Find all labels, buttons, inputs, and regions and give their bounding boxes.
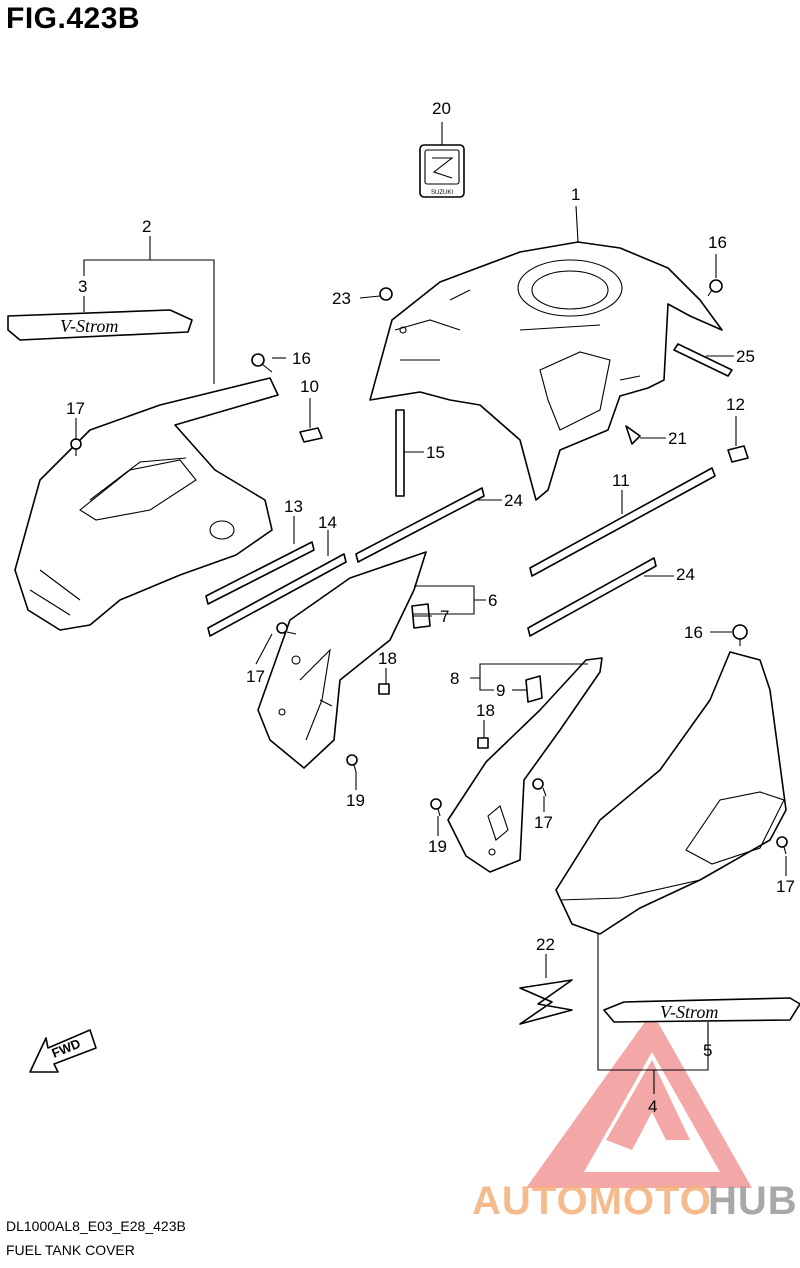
- callout-15: 15: [426, 443, 445, 462]
- callout-18-left: 18: [378, 649, 397, 668]
- callout-17-left: 17: [66, 399, 85, 418]
- part-13-strip: [205, 541, 315, 605]
- part-15-strip: [395, 409, 405, 497]
- callout-18-right: 18: [476, 701, 495, 720]
- part-6-left-bracket: [257, 551, 427, 769]
- callout-8: 8: [450, 669, 459, 688]
- watermark-triangle-icon: [526, 1012, 752, 1188]
- part-1-tank-cover: [369, 241, 723, 501]
- callout-1: 1: [571, 185, 580, 204]
- callout-14: 14: [318, 513, 337, 532]
- stripe-text-right: V-Strom: [660, 1002, 718, 1022]
- part-25-strip: [673, 343, 733, 377]
- callout-2: 2: [142, 217, 151, 236]
- callout-19-right: 19: [428, 837, 447, 856]
- part-4-right-cover: [555, 651, 787, 935]
- watermark-text-primary: AUTOMOTO: [472, 1179, 712, 1223]
- fwd-direction-arrow: FWD: [29, 1029, 97, 1073]
- callout-17-mid: 17: [246, 667, 265, 686]
- part-8-right-bracket: [447, 657, 603, 873]
- callout-24-upper: 24: [504, 491, 523, 510]
- part-10-pad: [299, 427, 323, 443]
- figure-name: FUEL TANK COVER: [6, 1242, 135, 1258]
- part-14-strip: [207, 553, 347, 637]
- callout-3: 3: [78, 277, 87, 296]
- figure-title: FIG.423B: [6, 2, 141, 35]
- callout-16-right: 16: [684, 623, 703, 642]
- callout-24-lower: 24: [676, 565, 695, 584]
- callout-5: 5: [703, 1041, 712, 1060]
- callout-13: 13: [284, 497, 303, 516]
- fasteners: [70, 279, 788, 855]
- model-code: DL1000AL8_E03_E28_423B: [6, 1218, 186, 1234]
- watermark-logo: [526, 1012, 752, 1188]
- watermark-text: AUTOMOTO HUB: [472, 1179, 798, 1223]
- callout-4: 4: [648, 1097, 657, 1116]
- part-2-left-cover: [14, 377, 279, 631]
- callout-labels: 20 1 2 16 3 23 16 25 10 17 12 21 15 11 2…: [66, 99, 795, 1116]
- callout-12: 12: [726, 395, 745, 414]
- callout-6: 6: [488, 591, 497, 610]
- part-11-strip: [529, 467, 716, 577]
- callout-23: 23: [332, 289, 351, 308]
- part-9-pad: [525, 675, 543, 703]
- callout-20: 20: [432, 99, 451, 118]
- callout-17-right: 17: [534, 813, 553, 832]
- callout-16-top: 16: [708, 233, 727, 252]
- callout-22: 22: [536, 935, 555, 954]
- callout-16-left: 16: [292, 349, 311, 368]
- part-24-strip-upper: [355, 487, 485, 563]
- part-3-stripe-left: V-Strom: [7, 309, 193, 341]
- callout-10: 10: [300, 377, 319, 396]
- leader-lines: [75, 122, 787, 1094]
- watermark-text-secondary: HUB: [708, 1179, 798, 1223]
- callout-7: 7: [440, 607, 449, 626]
- part-24-strip-lower: [527, 557, 657, 637]
- part-20-emblem: SUZUKI: [419, 144, 465, 198]
- callout-25: 25: [736, 347, 755, 366]
- stripe-text-left: V-Strom: [60, 316, 118, 336]
- part-12-pad: [727, 445, 749, 463]
- callout-21: 21: [668, 429, 687, 448]
- part-22-s-emblem: [519, 979, 573, 1025]
- callout-17-far: 17: [776, 877, 795, 896]
- part-5-stripe-right: V-Strom: [603, 997, 800, 1023]
- callout-9: 9: [496, 681, 505, 700]
- emblem-text: SUZUKI: [431, 190, 453, 196]
- callout-19-left: 19: [346, 791, 365, 810]
- callout-11: 11: [612, 471, 630, 490]
